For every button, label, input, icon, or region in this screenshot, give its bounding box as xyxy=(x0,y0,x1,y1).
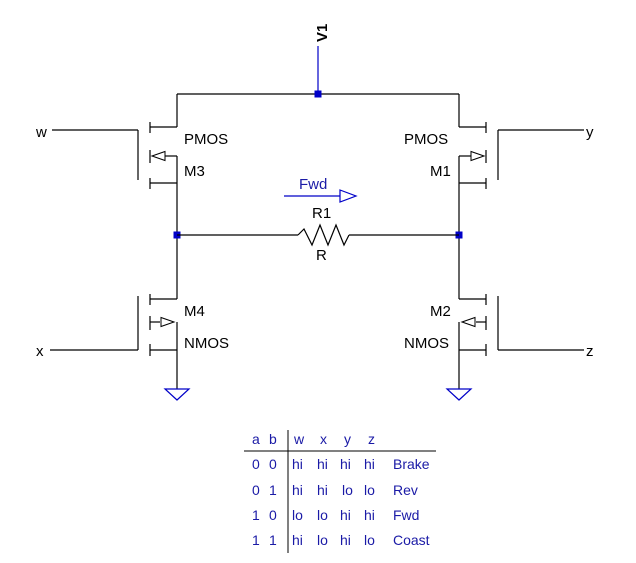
table-row: 1 1 hi lo hi lo Coast xyxy=(252,532,430,548)
resistor-name: R1 xyxy=(312,205,331,222)
resistor-r1 xyxy=(177,223,459,247)
direction-arrow-head xyxy=(339,189,358,203)
svg-text:hi: hi xyxy=(317,482,328,498)
table-header-w: w xyxy=(293,431,305,447)
svg-text:hi: hi xyxy=(292,482,303,498)
svg-text:0: 0 xyxy=(269,507,277,523)
svg-text:hi: hi xyxy=(292,456,303,472)
transistor-m2 xyxy=(445,294,584,401)
svg-text:hi: hi xyxy=(340,532,351,548)
transistor-m1 xyxy=(458,94,584,189)
m2-type: NMOS xyxy=(404,335,449,352)
svg-text:0: 0 xyxy=(269,456,277,472)
table-row: 0 0 hi hi hi hi Brake xyxy=(252,456,430,472)
m2-name: M2 xyxy=(430,303,451,320)
svg-text:lo: lo xyxy=(342,482,353,498)
m4-name: M4 xyxy=(184,303,205,320)
input-label-x: x xyxy=(36,343,44,360)
svg-text:lo: lo xyxy=(317,507,328,523)
svg-text:lo: lo xyxy=(292,507,303,523)
m1-type: PMOS xyxy=(404,131,448,148)
svg-text:Fwd: Fwd xyxy=(393,507,419,523)
svg-text:hi: hi xyxy=(292,532,303,548)
supply-label: V1 xyxy=(314,24,331,42)
svg-text:Brake: Brake xyxy=(393,456,430,472)
m1-name: M1 xyxy=(430,163,451,180)
svg-text:1: 1 xyxy=(252,532,260,548)
table-row: 1 0 lo lo hi hi Fwd xyxy=(252,507,419,523)
svg-text:1: 1 xyxy=(269,532,277,548)
svg-text:hi: hi xyxy=(340,507,351,523)
svg-text:0: 0 xyxy=(252,456,260,472)
transistor-m3 xyxy=(52,94,178,189)
input-label-w: w xyxy=(35,124,47,141)
direction-label: Fwd xyxy=(299,176,327,193)
svg-text:lo: lo xyxy=(364,532,375,548)
svg-text:0: 0 xyxy=(252,482,260,498)
input-label-y: y xyxy=(586,124,594,141)
svg-text:Rev: Rev xyxy=(393,482,418,498)
table-header-b: b xyxy=(269,431,277,447)
svg-text:hi: hi xyxy=(364,507,375,523)
svg-text:hi: hi xyxy=(364,456,375,472)
table-header-x: x xyxy=(320,431,327,447)
table-header-a: a xyxy=(252,431,260,447)
svg-text:lo: lo xyxy=(364,482,375,498)
svg-text:Coast: Coast xyxy=(393,532,430,548)
truth-table: a b w x y z 0 0 hi hi hi hi Brake 0 1 hi… xyxy=(244,430,436,553)
input-label-z: z xyxy=(586,343,594,360)
svg-text:1: 1 xyxy=(269,482,277,498)
svg-text:1: 1 xyxy=(252,507,260,523)
m3-name: M3 xyxy=(184,163,205,180)
resistor-value: R xyxy=(316,247,327,264)
svg-text:hi: hi xyxy=(317,456,328,472)
transistor-m4 xyxy=(50,294,191,401)
table-header-y: y xyxy=(344,431,351,447)
svg-text:lo: lo xyxy=(317,532,328,548)
m3-type: PMOS xyxy=(184,131,228,148)
svg-text:hi: hi xyxy=(340,456,351,472)
supply-node-dot xyxy=(314,90,322,98)
table-row: 0 1 hi hi lo lo Rev xyxy=(252,482,418,498)
m4-type: NMOS xyxy=(184,335,229,352)
table-header-z: z xyxy=(368,431,375,447)
